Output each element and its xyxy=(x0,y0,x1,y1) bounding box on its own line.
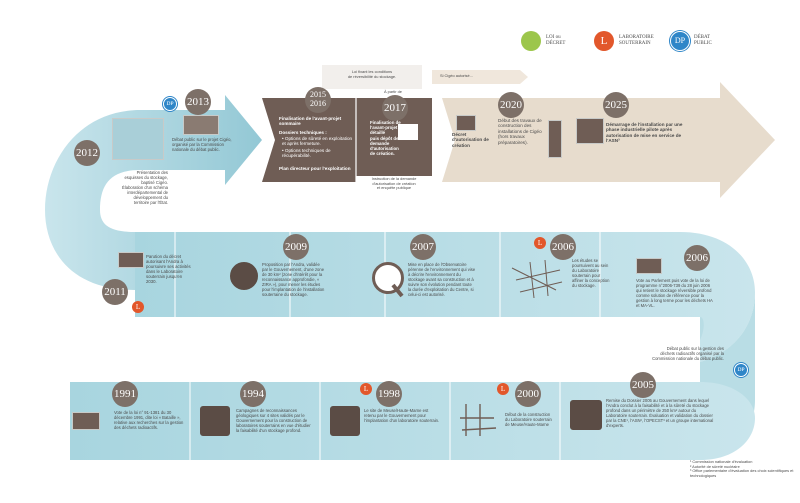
badge-2013-dp: DP xyxy=(163,97,177,111)
badge-2011-lab: L xyxy=(132,301,144,313)
text-2020: Début des travaux de construction des in… xyxy=(498,118,542,145)
icon-2020-document xyxy=(456,115,476,131)
legend-lab-icon: L xyxy=(594,31,614,51)
year-2007: 2007 xyxy=(410,234,436,260)
legend-dp-icon: DP xyxy=(670,31,690,51)
year-2006a: 2006 xyxy=(550,234,576,260)
icon-2006-parliament xyxy=(636,258,662,274)
text-2009: Proposition par l'Andra, validée par le … xyxy=(262,262,325,297)
text-2015-b1: • Options de sûreté en exploitation et a… xyxy=(282,136,353,147)
year-2013: 2013 xyxy=(185,89,211,115)
text-2015-plan: Plan directeur pour l'exploitation xyxy=(279,166,351,171)
icon-2009-zone xyxy=(230,262,258,290)
year-1994: 1994 xyxy=(240,381,266,407)
text-2015-sub: Dossiers techniques : xyxy=(279,130,327,135)
text-2005-dp: Débat public sur la gestion des déchets … xyxy=(652,346,724,361)
year-2015-2016: 2015 2016 xyxy=(305,87,331,113)
icon-1991-parliament xyxy=(72,412,100,430)
bottom-note-box xyxy=(356,176,432,196)
icon-1994-france-map xyxy=(200,406,230,436)
footnotes: ¹ Commission nationale d'évaluation ² Au… xyxy=(690,459,794,478)
icon-2017-document xyxy=(398,124,418,140)
badge-1998-lab: L xyxy=(360,383,372,395)
text-1991: Vote de la loi n° 91-1381 du 30 décembre… xyxy=(114,410,184,430)
year-2005: 2005 xyxy=(630,372,656,398)
icon-2011-parliament xyxy=(118,252,144,268)
legend-dp-label: DÉBAT PUBLIC xyxy=(694,35,712,46)
text-2011: Parution du décret autorisant l'Andra à … xyxy=(146,254,191,285)
year-2011: 2011 xyxy=(102,279,128,305)
year-1998: 1998 xyxy=(376,381,402,407)
text-1994: Campagnes de reconnaissances géologiques… xyxy=(236,408,311,433)
top-note-box-1 xyxy=(322,65,422,89)
legend-loi-icon xyxy=(521,31,541,51)
text-2005: Remise du Dossier 2005 au Gouvernement d… xyxy=(606,398,714,428)
icon-2006-galleries xyxy=(512,258,562,300)
text-2025: Démarrage de l'installation par une phas… xyxy=(606,122,683,144)
icon-2020-shovel xyxy=(548,120,562,158)
legend-lab-label: LABORATOIRE SOUTERRAIN xyxy=(619,35,654,46)
photo-2012 xyxy=(112,118,164,160)
icon-2025-containers xyxy=(576,118,604,144)
top-note-1: Loi fixant les conditions de réversibili… xyxy=(347,69,397,79)
year-2017: 2017 xyxy=(382,95,408,121)
year-2006b: 2006 xyxy=(684,245,710,271)
year-2025: 2025 xyxy=(603,92,629,118)
text-2006a: Les études se poursuivent au sein du Lab… xyxy=(572,258,610,288)
icon-2000-shafts xyxy=(458,402,498,438)
top-note-2: Si Cigéo autorisé… xyxy=(440,73,474,78)
text-2006b: Vote au Parlement puis vote de la loi de… xyxy=(636,278,713,308)
badge-2005-dp: DP xyxy=(734,363,748,377)
text-2017: Finalisation de l'avant-projet détaillé … xyxy=(370,120,403,157)
year-1991: 1991 xyxy=(112,381,138,407)
icon-2005-france-map xyxy=(570,400,602,430)
year-2009: 2009 xyxy=(283,234,309,260)
icon-1998-france-map xyxy=(330,406,360,436)
year-2000: 2000 xyxy=(515,381,541,407)
text-1998: Le site de Meuse/Haute-Marne est retenu … xyxy=(364,408,440,423)
photo-2013 xyxy=(183,115,219,135)
icon-2007-magnifier xyxy=(372,262,404,294)
legend-loi-label: LOI ou DÉCRET xyxy=(546,35,566,46)
text-2020-left: Décret d'autorisation de création xyxy=(452,132,489,148)
top-note-arrow-2 xyxy=(432,70,528,84)
path-top-blue xyxy=(45,95,262,290)
text-2012: Présentation des esquisses du stockage, … xyxy=(122,170,168,205)
year-2012: 2012 xyxy=(74,140,100,166)
year-2020: 2020 xyxy=(498,92,524,118)
badge-2006a-lab: L xyxy=(534,237,546,249)
text-2015-title: Finalisation de l'avant-projet sommaire xyxy=(279,116,342,127)
text-2013: Débat public sur le projet Cigéo, organi… xyxy=(172,137,232,152)
text-2015-b2: • Options techniques de récupérabilité. xyxy=(282,148,331,159)
text-2000: Début de la construction du Laboratoire … xyxy=(505,412,552,427)
bottom-note-2015: Instruction de la demande d'autorisation… xyxy=(371,176,417,191)
badge-2000-lab: L xyxy=(497,383,509,395)
path-top-tan xyxy=(442,82,775,198)
prefix-2017: À partir de xyxy=(384,89,402,94)
text-2007: Mise en place de l'Observatoire pérenne … xyxy=(408,262,476,297)
